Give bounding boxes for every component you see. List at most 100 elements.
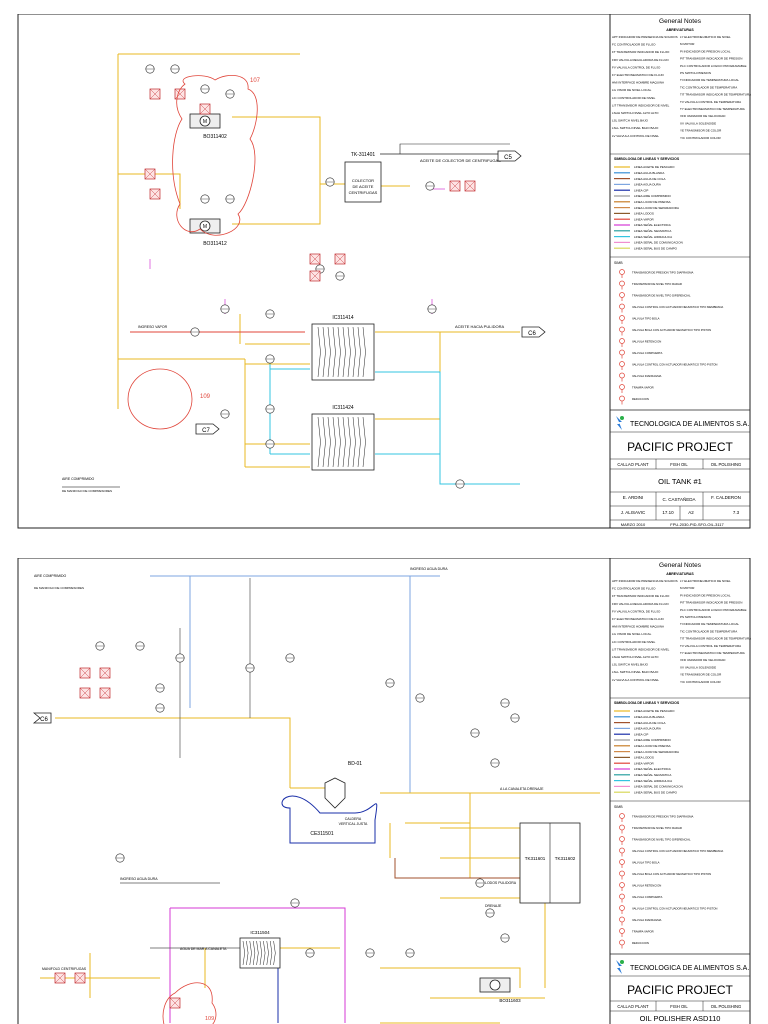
symbol-label: TRANSMISOR DE PRESION TIPO DIAFRAGMA <box>632 271 693 275</box>
abbreviation-item: LSL SWITCH NIVEL BAJO <box>612 663 649 667</box>
tank-tag: TK-311401 <box>351 152 376 158</box>
abbreviation-item: TY ELECTRONEUMATICO DE TEMPERATURA <box>680 107 745 111</box>
legend-label: LINEA AIRE COMPRIMIDO <box>634 194 672 198</box>
alarm-cross <box>74 972 86 984</box>
abbreviation-item: LIT TRANSMISOR INDICADOR DE NIVEL <box>612 103 670 107</box>
tank-tk311401[interactable]: TK-311401 COLECTOR DE ACEITE CENTRIFUGAS <box>344 152 382 203</box>
symbols-title: SIMB <box>614 261 623 265</box>
pump-bo311603[interactable]: BO311603 <box>479 977 521 1003</box>
svg-text:M: M <box>203 119 207 125</box>
hx-tag: IC311504 <box>250 930 270 935</box>
hx-tag: IC311424 <box>332 405 354 411</box>
line-label-pulidora: ACEITE HACIA PULIDORA <box>455 324 504 329</box>
boiler-bd01[interactable]: BD-01 CALDERA VERTICAL JUSTA <box>324 761 368 826</box>
sheet-number: 7.3 <box>733 510 740 515</box>
symbol-label: TRANSMISOR DE NIVEL TIPO DIFERENCIAL <box>632 838 691 842</box>
connector-label: C5 <box>504 155 512 161</box>
abbreviation-item: VFD VARIADOR DE VELOCIDAD <box>680 114 726 118</box>
line-label-air: AIRE COMPRIMIDO <box>34 574 67 578</box>
tanks-tk311601-602[interactable]: TK311601 TK311602 <box>519 822 581 904</box>
pump-bo311402[interactable]: M BO311402 <box>189 113 227 140</box>
hx-plate <box>269 940 273 966</box>
legend-label: LINEA AGUA BLANDA <box>634 715 664 719</box>
abbreviation-item: TIT TRANSMISOR INDICADOR DE TEMPERATURA <box>680 93 751 97</box>
symbol-label: VALVULA RETENCION <box>632 340 661 344</box>
hx-plate <box>357 416 361 468</box>
process-lines <box>40 575 600 1024</box>
legend-label: LINEA SEÑAL ELECTRICA <box>634 766 671 771</box>
line-label-ingreso-agua: INGRESO AGUA DURA <box>120 877 158 881</box>
revision-tag-107: 107 <box>250 78 261 84</box>
tag-process: OIL POLISHING <box>711 462 742 467</box>
abbreviation-item: LIT TRANSMISOR INDICADOR DE NIVEL <box>612 647 670 651</box>
symbol-label: VALVULA DIAFRAGMA <box>632 374 662 378</box>
symbol-label: VALVULA TIPO BOLA <box>632 317 660 321</box>
symbol-label: VALVULA CONTROL CON ACTUADOR NEUMATICO T… <box>632 849 723 853</box>
hx-plate <box>266 940 269 966</box>
abbreviation-item: PS SWITCH PRESION <box>680 71 711 75</box>
process-lines <box>62 53 520 488</box>
sheet-border <box>17 14 751 529</box>
tag-process: OIL POLISHING <box>711 1004 742 1009</box>
abbreviation-item: FT TRANSMISOR INDICADOR DE FLUJO <box>612 50 670 54</box>
abbreviation-item: PI INDICADOR DE PRESION LOCAL <box>680 593 731 597</box>
legend-label: LINEA VAPOR <box>634 761 654 765</box>
abbreviation-item: YIC CONTROLADOR COLOR <box>680 680 722 684</box>
hx-plate <box>259 940 262 966</box>
abbreviation-item: FC CONTROLADOR DE FLUJO <box>612 587 656 591</box>
hx-plate <box>332 326 336 378</box>
tag-product: FISH OIL <box>670 462 688 467</box>
tank-desc-3: CENTRIFUGAS <box>349 190 378 195</box>
abbreviation-item: FY ELECTRONEUMATICO DE FLUJO <box>612 617 665 621</box>
hx-plate <box>352 326 356 378</box>
project-name: PACIFIC PROJECT <box>627 983 733 997</box>
alarm-cross <box>99 667 111 679</box>
alarm-cross <box>309 270 321 282</box>
line-label-manifold: MANIFOLD CENTRIFUGAS <box>42 967 87 971</box>
heat-exchanger-ic311504[interactable]: IC311504 <box>239 930 281 969</box>
legend-label: LINEA LICOR DE PRENSA <box>634 200 671 204</box>
centrifuge-tag: CE311501 <box>310 831 333 837</box>
abbreviation-item: XV VALVULA SOLENOIDE <box>680 665 716 669</box>
abbreviation-item: FRV VALVULA REGULADORA DE FLUJO <box>612 58 669 62</box>
boiler-desc-1: CALDERA <box>345 817 362 821</box>
line-label-air-sub: DE MANIFOLD DE COMPRESORES <box>62 489 112 493</box>
abbreviation-item: TIC CONTROLADOR DE TEMPERATURA <box>680 629 737 633</box>
abbreviation-item: APT INDICADOR DE PRESENCIA DE SOLIDOS <box>612 35 678 39</box>
legend-label: LINEA SEÑAL HIDRAULICA <box>634 778 672 783</box>
legend-label: LINEA VAPOR <box>634 217 654 221</box>
legend-label: LINEA SEÑAL NEUMATICA <box>634 228 671 233</box>
symbol-label: VALVULA CONTROL CON ACTUADOR NEUMATICO T… <box>632 363 717 367</box>
pump-bo311412[interactable]: M BO311412 <box>189 218 227 247</box>
heat-exchanger-ic311414[interactable]: IC311414 <box>311 315 375 381</box>
hx-plate <box>362 416 366 468</box>
abbreviation-item: FV VALVULA CONTROL DE FLUJO <box>612 609 661 613</box>
alarm-cross <box>169 997 181 1009</box>
abbreviation-item: YIC CONTROLADOR COLOR <box>680 136 722 140</box>
company-logo-icon <box>616 960 624 974</box>
hx-plate <box>317 416 321 468</box>
boiler-tag: BD-01 <box>348 761 362 767</box>
alarm-boxes <box>144 88 476 282</box>
off-page-connector-c7[interactable]: C7 <box>195 423 220 435</box>
hx-plate <box>357 326 361 378</box>
line-label-air: AIRE COMPRIMIDO <box>62 477 95 481</box>
svg-text:M: M <box>203 224 207 230</box>
off-page-connector-c6[interactable]: C6 <box>521 326 546 338</box>
alarm-cross <box>309 253 321 265</box>
hx-plate <box>317 326 321 378</box>
title-block: General Notes ABREVIATURAS APT INDICADOR… <box>609 558 751 1024</box>
legend-label: LINEA LODOS <box>634 212 654 216</box>
abbreviation-item: HMI INTERFACE HOMBRE MAQUINA <box>612 81 664 85</box>
off-page-connector-c5[interactable]: C5 <box>497 150 522 162</box>
revision-cloud-109 <box>162 982 217 1024</box>
symbol-legend: TRANSMISOR DE PRESION TIPO DIAFRAGMATRAN… <box>619 269 723 405</box>
hx-plate <box>352 416 356 468</box>
abbreviation-item: FRV VALVULA REGULADORA DE FLUJO <box>612 602 669 606</box>
drawing-date: MARZO 2010 <box>621 522 646 527</box>
abbreviation-item: LY ELECTRONEUMATICO DE NIVEL <box>680 579 731 583</box>
heat-exchanger-ic311424[interactable]: IC311424 <box>311 405 375 471</box>
off-page-connector-c6[interactable]: C6 <box>32 712 52 724</box>
hx-plate <box>322 416 326 468</box>
